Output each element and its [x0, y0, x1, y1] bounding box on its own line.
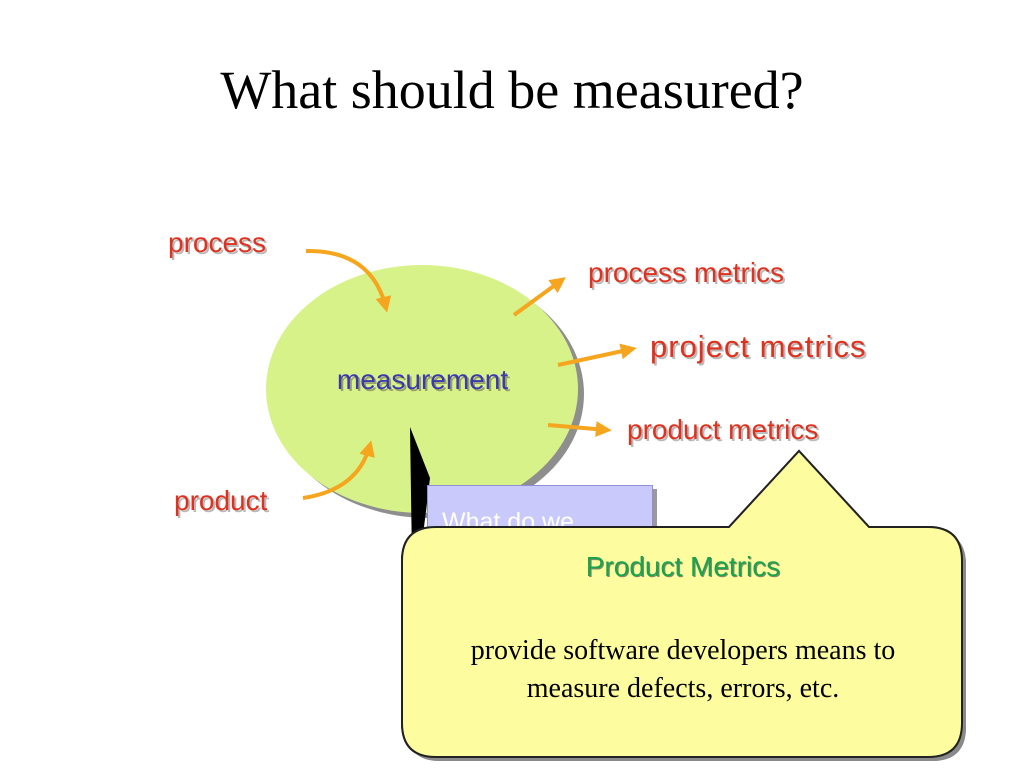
- callout-title: Product Metrics: [585, 551, 781, 582]
- process-input-arrow: [305, 248, 392, 313]
- project-metrics-label: project metrics: [650, 329, 867, 364]
- callout-body-line-2: measure defects, errors, etc.: [526, 673, 840, 704]
- process-metrics-label: process metrics: [588, 257, 785, 288]
- process-label: process: [168, 227, 267, 258]
- callout-body: provide software developers means to mea…: [402, 632, 964, 708]
- hidden-note-text: What do we: [442, 508, 575, 536]
- process-metrics-arrow: [512, 277, 566, 317]
- measurement-label: measurement: [336, 364, 509, 395]
- hidden-note-box: What do we: [427, 485, 653, 557]
- product-metrics-label: product metrics: [627, 414, 819, 445]
- product-input-arrow: [302, 440, 375, 500]
- slide-title: What should be measured?: [220, 60, 804, 120]
- product-label: product: [174, 485, 268, 516]
- product-metrics-arrow: [547, 421, 612, 438]
- callout-body-line-1: provide software developers means to: [470, 635, 896, 666]
- project-metrics-arrow: [557, 343, 637, 367]
